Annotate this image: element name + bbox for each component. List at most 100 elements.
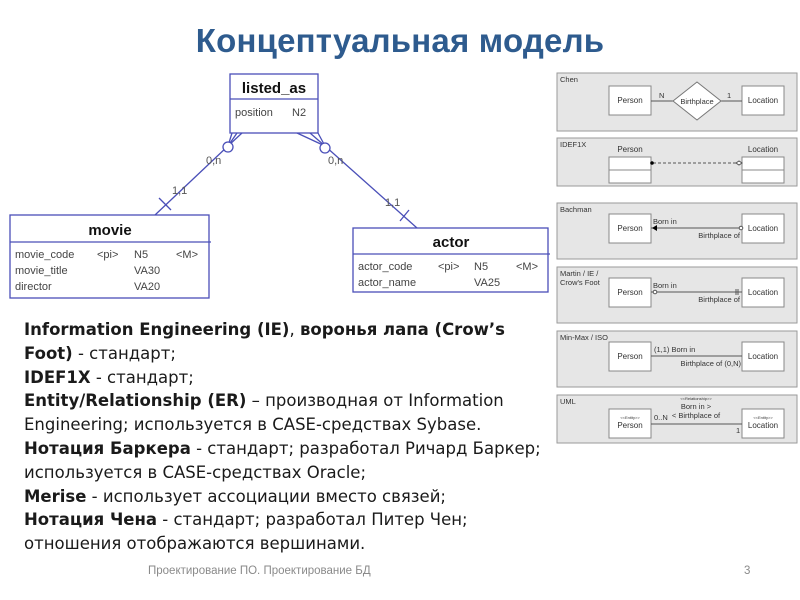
para-er: Entity/Relationship (ER) – производная о… [24, 389, 544, 437]
term-chen: Нотация Чена [24, 510, 158, 530]
panel-label-line2: Crow's Foot [560, 278, 601, 287]
attr-mandatory: <M> [176, 249, 198, 261]
stereotype-entity: <<Entity>> [753, 415, 773, 420]
term-crows-foot: воронья лапа (Crow’s Foot) [24, 320, 505, 363]
card-one: 1 [736, 426, 740, 435]
label-born-in: Born in > [681, 402, 712, 411]
entity-person: Person [617, 421, 642, 430]
attr-name: actor_name [358, 277, 416, 289]
notation-panels: Chen Person Location Birthplace N 1 IDEF… [556, 72, 798, 444]
entity-person: Person [617, 288, 642, 297]
entity-person: Person [617, 352, 642, 361]
card-n: N [659, 91, 664, 100]
entity-name: actor [433, 234, 470, 251]
term-ie: Information Engineering (IE) [24, 320, 290, 339]
label-born-in: Born in [653, 281, 677, 290]
panel-uml: UML <<Entity>> Person <<Entity>> Locatio… [556, 394, 798, 444]
panel-bachman: Bachman Person Location Born in Birthpla… [556, 202, 798, 260]
entity-name: movie [88, 222, 131, 239]
card-movie: 1,1 [172, 185, 187, 197]
entity-location: Location [748, 421, 778, 430]
panel-crows-foot: Martin / IE / Crow's Foot Person Locatio… [556, 266, 798, 324]
optional-circle-movie [222, 141, 234, 153]
entity-location: Location [748, 352, 778, 361]
notation-description: Information Engineering (IE), воронья ла… [24, 318, 544, 556]
term-idef1x: IDEF1X [24, 367, 91, 387]
panel-label-line1: Martin / IE / [560, 269, 599, 278]
card-actor: 1,1 [385, 197, 400, 209]
entity-location: Location [748, 96, 778, 105]
stereotype-relationship: <<Relationship>> [680, 396, 712, 401]
attr-type: N5 [134, 249, 148, 261]
attr-mandatory: <M> [516, 261, 538, 273]
label-born-in: Born in [653, 217, 677, 226]
er-diagram: 0,n 1,1 0,n 1,1 listed_as position N2 mo… [9, 73, 550, 299]
page-number: 3 [744, 565, 751, 577]
panel-label: IDEF1X [560, 140, 586, 149]
card-many: 0..N [654, 413, 668, 422]
term-barker: Нотация Баркера [24, 438, 191, 458]
crowfoot-actor [296, 132, 326, 147]
attr-type: N2 [292, 107, 306, 119]
desc-er: – производная от Information Engineering… [24, 391, 504, 435]
entity-person: Person [617, 224, 642, 233]
attr-key: <pi> [438, 261, 459, 273]
entity-actor[interactable]: actor actor_code <pi> N5 <M> actor_name … [352, 227, 550, 293]
panel-label: UML [560, 397, 576, 406]
label-born-in: (1,1) Born in [654, 345, 695, 354]
desc-ie: - стандарт; [72, 343, 176, 363]
panel-label: Bachman [560, 205, 592, 214]
term-merise: Merise [24, 486, 87, 506]
attr-name: actor_code [358, 261, 412, 273]
panel-idef1x: IDEF1X Person Location [556, 137, 798, 187]
one-bar-movie [158, 197, 172, 211]
desc-idef1x: - стандарт; [90, 367, 194, 387]
relationship-birthplace: Birthplace [680, 97, 713, 106]
desc-chen: - стандарт; разработал Питер Чен; отноше… [24, 510, 468, 554]
attr-name: movie_code [15, 249, 74, 261]
stereotype-entity: <<Entity>> [620, 415, 640, 420]
entity-name: listed_as [242, 80, 306, 97]
entity-location: Location [748, 288, 778, 297]
attr-key: <pi> [97, 249, 118, 261]
attr-type: VA25 [474, 277, 500, 289]
slide-footer: Проектирование ПО. Проектирование БД [148, 565, 371, 577]
rel-line-actor [324, 145, 418, 229]
entity-movie[interactable]: movie movie_code <pi> N5 <M> movie_title… [9, 214, 211, 299]
para-merise: Merise - использует ассоциации вместо св… [24, 485, 544, 509]
attr-name: movie_title [15, 265, 68, 277]
para-ie: Information Engineering (IE), воронья ла… [24, 318, 544, 366]
panel-chen: Chen Person Location Birthplace N 1 [556, 72, 798, 132]
entity-listed-as[interactable]: listed_as position N2 [229, 73, 319, 134]
para-chen: Нотация Чена - стандарт; разработал Пите… [24, 508, 544, 556]
label-birthplace-of: Birthplace of [698, 295, 741, 304]
slide-title: Концептуальная модель [195, 22, 605, 59]
label-birthplace-of: Birthplace of [698, 231, 741, 240]
rel-line-movie [154, 145, 229, 216]
entity-location: Location [748, 224, 778, 233]
desc-merise: - использует ассоциации вместо связей; [86, 486, 446, 506]
card-movie-listed: 0,n [206, 155, 221, 167]
card-actor-listed: 0,n [328, 155, 343, 167]
entity-person: Person [617, 96, 642, 105]
attr-name: position [235, 107, 273, 119]
one-bar-actor [399, 209, 410, 222]
attr-type: VA20 [134, 281, 160, 293]
para-barker: Нотация Баркера - стандарт; разработал Р… [24, 437, 544, 485]
attr-type: N5 [474, 261, 488, 273]
entity-location: Location [748, 145, 778, 154]
desc-barker: - стандарт; разработал Ричард Баркер; ис… [24, 438, 541, 482]
card-one: 1 [727, 91, 731, 100]
term-er: Entity/Relationship (ER) [24, 391, 247, 411]
optional-circle-actor [319, 142, 331, 154]
panel-min-max: Min-Max / ISO Person Location (1,1) Born… [556, 330, 798, 388]
para-idef1x: IDEF1X - стандарт; [24, 366, 544, 390]
separator: , [289, 320, 300, 339]
panel-label: Chen [560, 75, 578, 84]
entity-person: Person [617, 145, 642, 154]
label-birthplace-of: < Birthplace of [672, 411, 721, 420]
attr-name: director [15, 281, 52, 293]
panel-label: Min-Max / ISO [560, 333, 608, 342]
attr-type: VA30 [134, 265, 160, 277]
label-birthplace-of: Birthplace of (0,N) [681, 359, 742, 368]
